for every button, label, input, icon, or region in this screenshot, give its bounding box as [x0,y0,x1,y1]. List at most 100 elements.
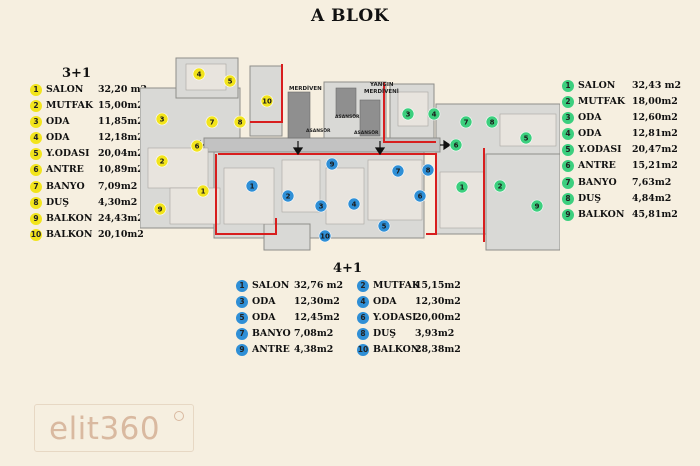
room-area: 15,15m2 [415,280,461,291]
room-marker-number: 7 [210,119,215,127]
room-marker-number: 4 [197,71,202,79]
room-marker [530,199,544,213]
room-area: 15,21m2 [632,160,678,172]
room-name: ANTRE [578,160,616,172]
room-area: 4,30m2 [98,196,138,208]
room-marker-number: 4 [352,201,357,209]
room-area: 20,10m2 [98,228,144,240]
room-number-badge: 8 [357,328,369,341]
room-marker [459,115,473,129]
room-number-badge: 6 [30,164,42,177]
room-name: Y.ODASI [46,148,90,160]
room-name: ODA [46,116,70,128]
room-marker-number: 2 [498,183,503,191]
label-asansor-3: ASANSÖR [354,129,379,136]
room-name: ODA [252,296,276,308]
room-number-badge: 1 [562,80,574,92]
legend-row: 8 DUŞ 4,30m2 [30,195,158,211]
room-area: 4,38m2 [294,344,334,356]
room-marker-number: 5 [524,135,529,143]
room-name: DUŞ [46,196,70,208]
room-area: 20,00m2 [415,312,461,324]
label-yangin: YANGIN [369,82,394,88]
room-marker-number: 3 [319,203,324,211]
room-number-badge: 8 [562,192,574,205]
room-number-badge: 7 [30,180,42,193]
room-area: 15,00m2 [98,100,144,112]
room-area: 3,93m2 [415,328,455,340]
room-area: 12,60m2 [632,112,678,124]
room-marker-number: 7 [464,119,469,127]
label-asansor-2: ASANSÖR [335,113,360,120]
room-marker [314,199,328,213]
room-name: ODA [46,132,70,144]
logo-text: elit360 [49,411,161,447]
room-name: BALKON [373,344,420,356]
label-asansor-1: ASANSÖR [306,127,331,134]
room-marker-number: 5 [382,223,387,231]
room-marker-number: 8 [238,119,243,127]
room-marker-number: 6 [418,193,423,201]
room-name: MUTFAK [46,100,94,112]
label-merdiven: MERDİVEN [289,85,322,92]
room-marker [190,139,204,153]
room-area: 4,84m2 [632,192,672,204]
room-hints [147,63,557,229]
room-number-badge: 1 [30,84,42,96]
room-marker [421,163,435,177]
room-area: 24,43m2 [98,212,144,224]
room-marker [519,131,533,145]
room-marker [347,197,361,211]
legend-row: 1 SALON 32,20 m2 [30,82,158,98]
room-number-badge: 5 [562,144,574,157]
room-area: 18,00m2 [632,96,678,108]
room-marker [427,107,441,121]
room-name: SALON [46,84,84,95]
room-marker [192,67,206,81]
room-marker-number: 1 [250,183,255,191]
room-marker-number: 2 [286,193,291,201]
room-name: ODA [578,112,602,124]
room-number-badge: 2 [562,96,574,109]
room-marker-number: 9 [158,206,163,214]
room-area: 10,89m2 [98,164,144,176]
room-marker [233,115,247,129]
room-name: BALKON [46,212,93,224]
room-area: 20,47m2 [632,144,678,156]
apartment-boundaries [215,64,485,242]
room-marker [325,157,339,171]
room-marker-number: 9 [535,203,540,211]
room-name: ODA [252,312,276,324]
room-marker [377,219,391,233]
room-marker [153,202,167,216]
room-number-badge: 3 [236,296,248,309]
room-number-badge: 10 [357,344,369,357]
room-number-badge: 8 [30,196,42,209]
elit360-logo: elit360 [34,404,194,452]
room-number-badge: 5 [236,312,248,325]
room-marker-number: 1 [460,184,465,192]
page-title: A BLOK [310,6,389,26]
room-marker [455,180,469,194]
room-name: BANYO [46,180,85,192]
room-area: 32,20 m2 [98,84,148,95]
room-number-badge: 4 [30,132,42,145]
room-marker-number: 8 [490,119,495,127]
room-marker [245,179,259,193]
room-area: 11,85m2 [98,116,144,128]
room-marker [485,115,499,129]
